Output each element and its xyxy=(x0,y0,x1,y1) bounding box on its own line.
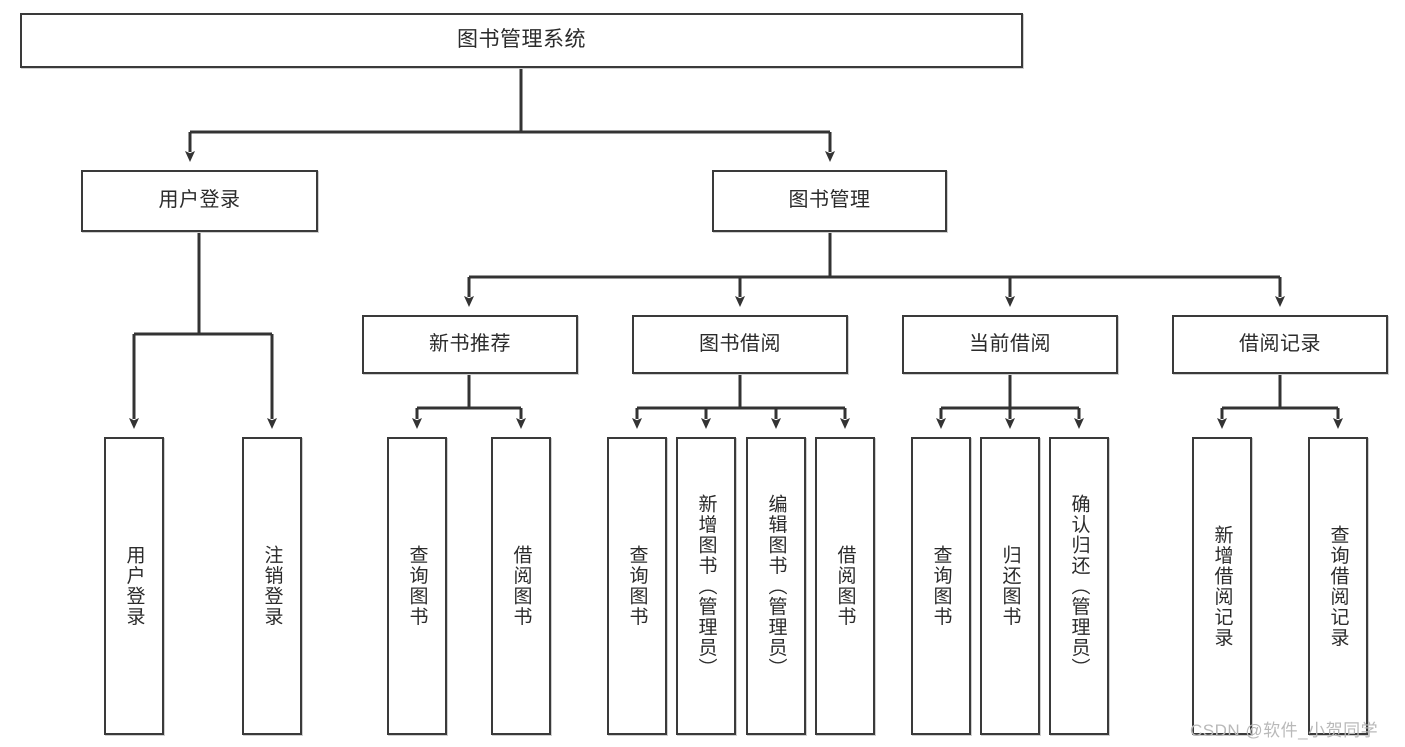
node-book-borrow[interactable]: 图书借阅 xyxy=(632,315,848,374)
node-label: 新书推荐 xyxy=(429,332,511,355)
node-label: 新增借阅记录 xyxy=(1211,524,1233,648)
node-label: 注销登录 xyxy=(261,545,283,627)
node-label: 图书管理系统 xyxy=(457,28,586,52)
node-label: 借阅记录 xyxy=(1239,332,1321,355)
node-label: 确认归还（管理员） xyxy=(1068,493,1090,679)
leaf-book-borrow-edit[interactable]: 编辑图书（管理员） xyxy=(746,437,806,735)
leaf-user-login-login[interactable]: 用户登录 xyxy=(104,437,164,735)
node-borrow-record[interactable]: 借阅记录 xyxy=(1172,315,1388,374)
leaf-new-book-query[interactable]: 查询图书 xyxy=(387,437,447,735)
node-label: 图书管理 xyxy=(788,189,871,212)
node-label: 当前借阅 xyxy=(969,332,1051,355)
node-label: 归还图书 xyxy=(999,545,1021,627)
leaf-current-borrow-return[interactable]: 归还图书 xyxy=(980,437,1040,735)
node-label: 图书借阅 xyxy=(699,332,781,355)
node-label: 借阅图书 xyxy=(510,545,532,627)
leaf-current-borrow-confirm[interactable]: 确认归还（管理员） xyxy=(1049,437,1109,735)
node-label: 用户登录 xyxy=(158,189,241,212)
leaf-borrow-record-add[interactable]: 新增借阅记录 xyxy=(1192,437,1252,735)
node-book-management[interactable]: 图书管理 xyxy=(712,170,947,232)
leaf-current-borrow-query[interactable]: 查询图书 xyxy=(911,437,971,735)
node-label: 查询图书 xyxy=(406,545,428,627)
node-label: 查询借阅记录 xyxy=(1327,524,1349,648)
node-label: 新增图书（管理员） xyxy=(695,493,717,679)
leaf-user-login-logout[interactable]: 注销登录 xyxy=(242,437,302,735)
node-label: 编辑图书（管理员） xyxy=(765,493,787,679)
node-label: 借阅图书 xyxy=(834,545,856,627)
leaf-book-borrow-query[interactable]: 查询图书 xyxy=(607,437,667,735)
node-user-login[interactable]: 用户登录 xyxy=(81,170,318,232)
leaf-book-borrow-add[interactable]: 新增图书（管理员） xyxy=(676,437,736,735)
node-label: 用户登录 xyxy=(123,545,145,627)
leaf-new-book-borrow[interactable]: 借阅图书 xyxy=(491,437,551,735)
leaf-borrow-record-query[interactable]: 查询借阅记录 xyxy=(1308,437,1368,735)
node-label: 查询图书 xyxy=(626,545,648,627)
node-current-borrow[interactable]: 当前借阅 xyxy=(902,315,1118,374)
node-root-system[interactable]: 图书管理系统 xyxy=(20,13,1023,68)
node-new-book-recommend[interactable]: 新书推荐 xyxy=(362,315,578,374)
leaf-book-borrow-borrow[interactable]: 借阅图书 xyxy=(815,437,875,735)
node-label: 查询图书 xyxy=(930,545,952,627)
